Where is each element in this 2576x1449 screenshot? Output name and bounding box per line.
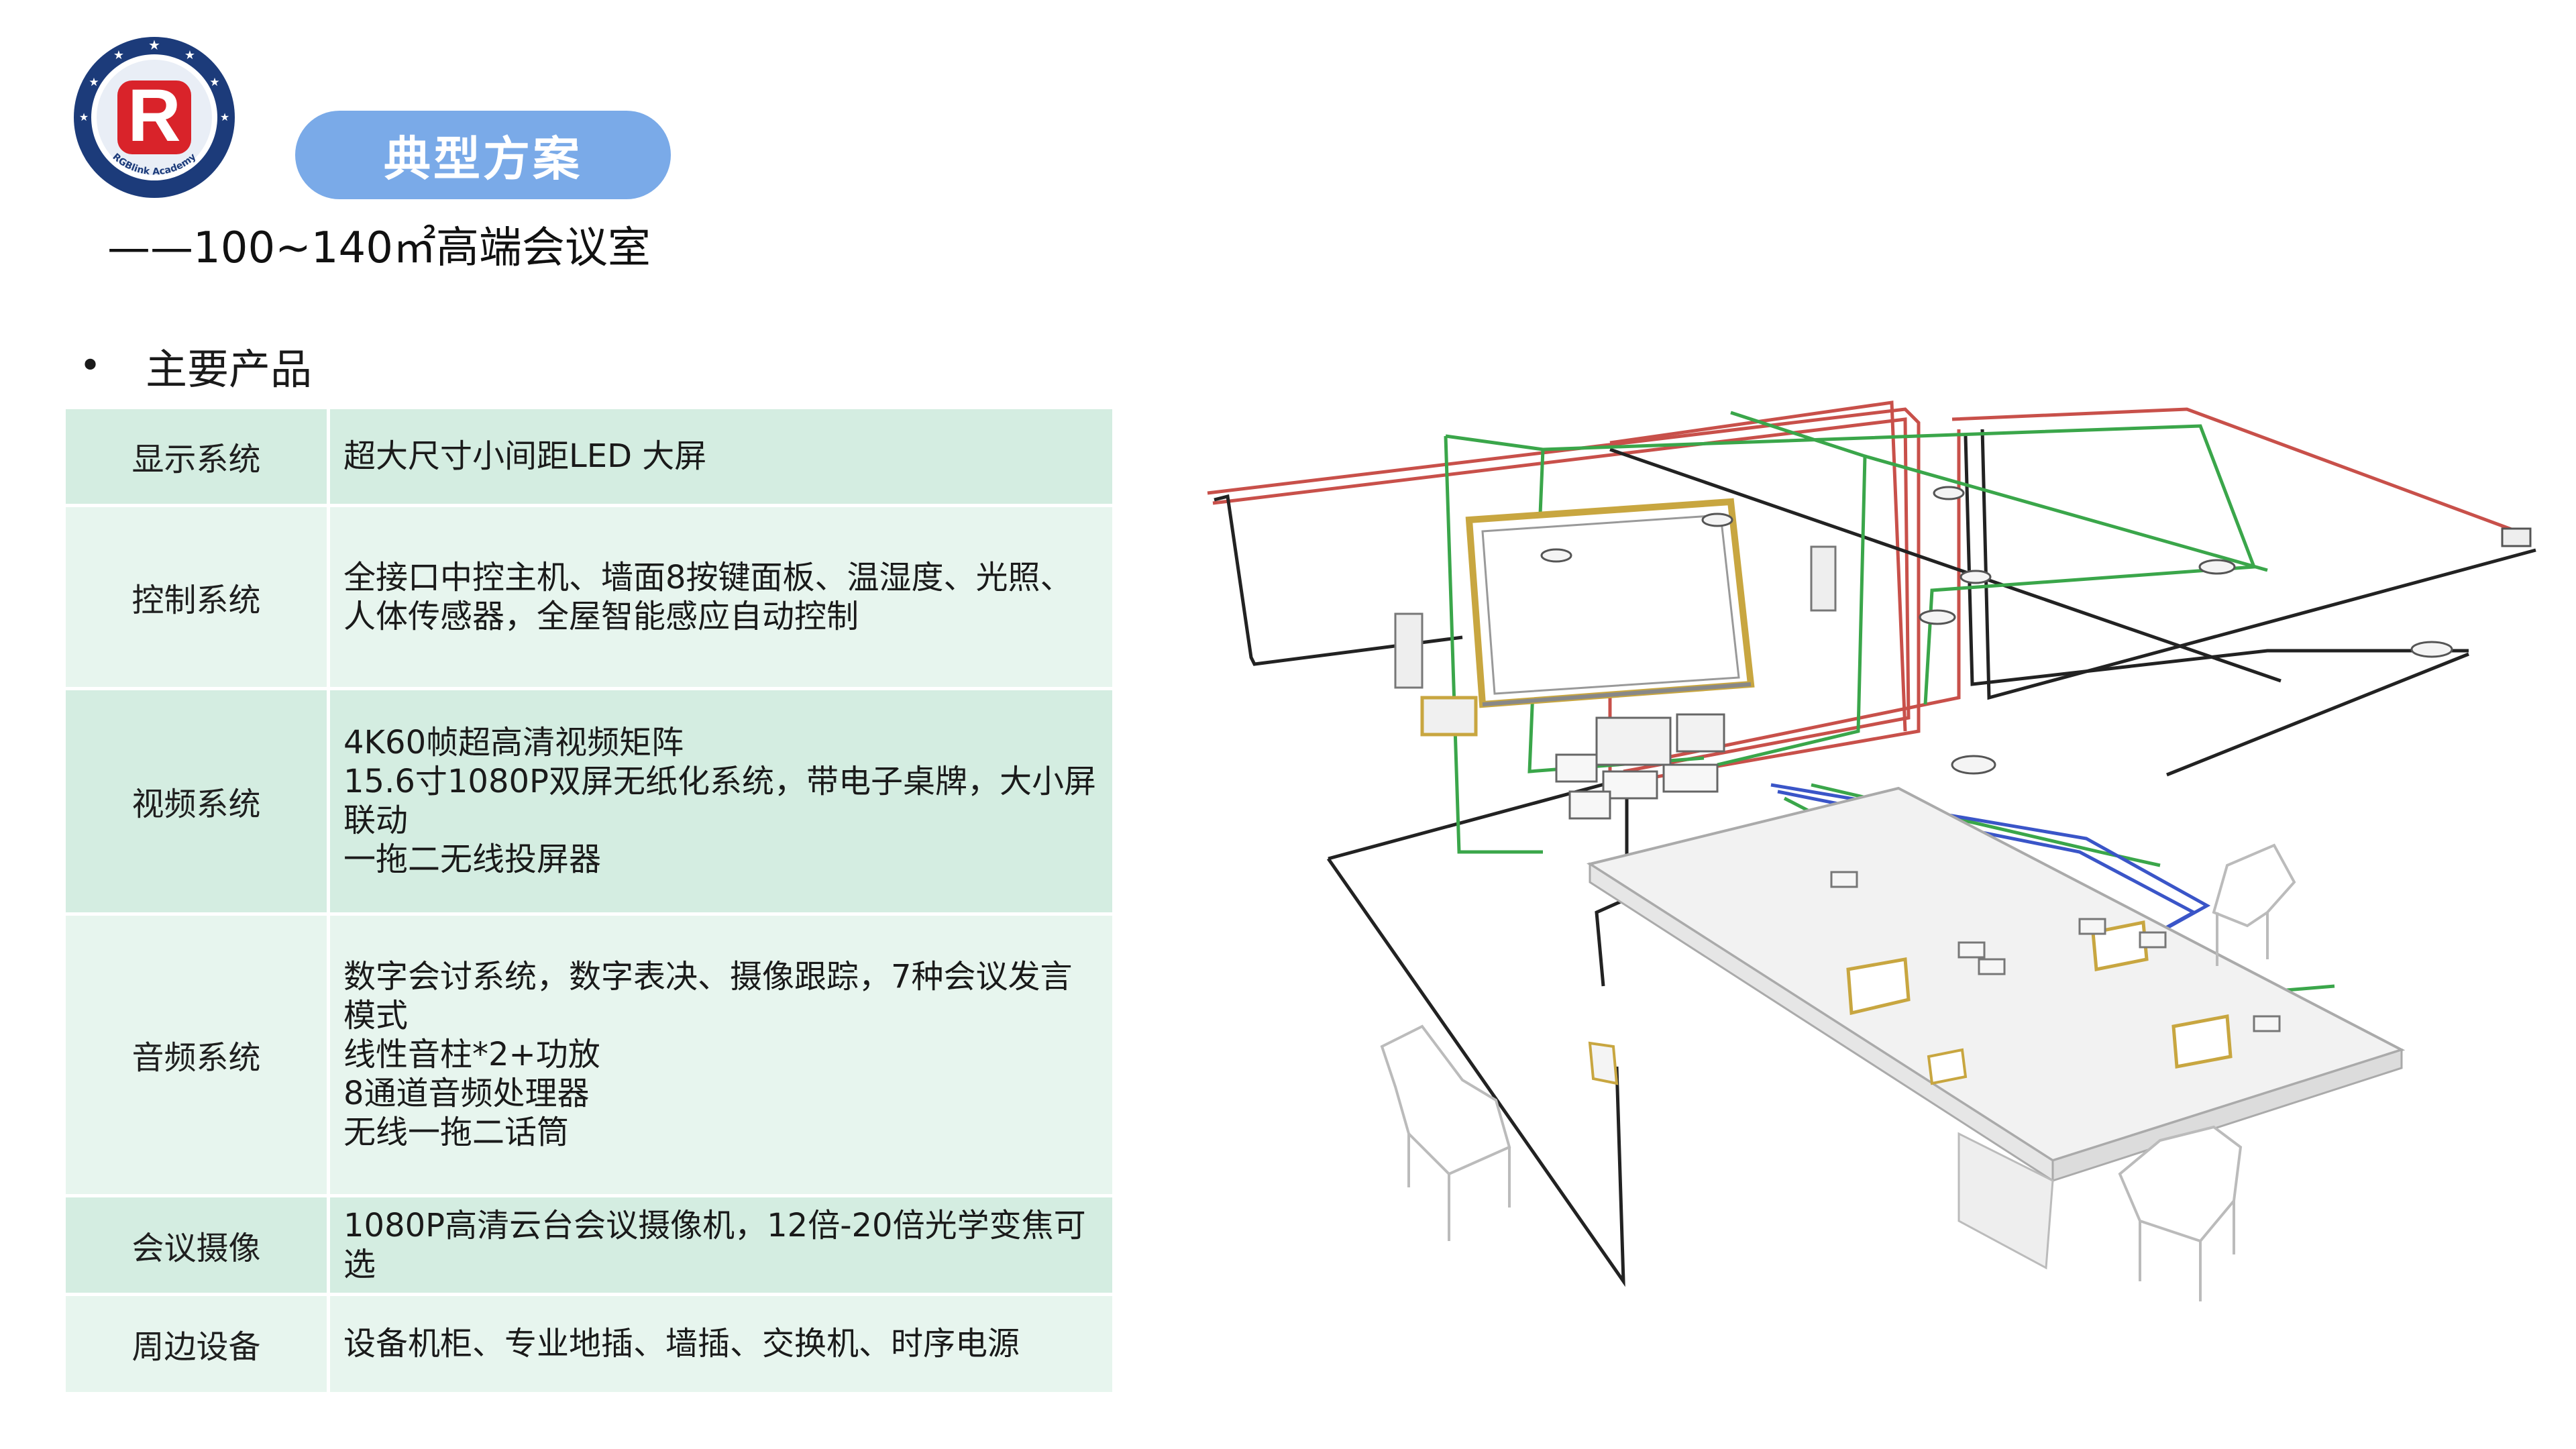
chair [1380,843,2296,1301]
speaker-column [1810,545,1837,612]
tablet [1927,1048,1968,1085]
green-cable [1444,435,1543,854]
table-row: 周边设备 设备机柜、专业地插、墙插、交换机、时序电源 [66,1294,1112,1395]
description-cell: 4K60帧超高清视频矩阵 15.6寸1080P双屏无纸化系统，带电子桌牌，大小屏… [328,688,1112,916]
red-cable [1951,407,2523,535]
description-line: 模式 [343,997,409,1034]
ceiling-camera [2501,527,2532,547]
description-line: 数字会讨系统，数字表决、摄像跟踪，7种会议发言 [343,958,1073,996]
svg-text:★: ★ [113,48,124,62]
description-line: 联动 [343,802,409,839]
description-line: 无线一拖二话筒 [343,1114,570,1151]
led-screen [1465,498,1755,708]
svg-text:★: ★ [148,37,160,53]
paperless-terminal [1846,920,2233,1069]
red-cable [1212,417,1911,773]
table-row: 音频系统 数字会讨系统，数字表决、摄像跟踪，7种会议发言 模式 线性音柱*2+功… [66,914,1112,1197]
description-cell: 数字会讨系统，数字表决、摄像跟踪，7种会议发言 模式 线性音柱*2+功放 8通道… [328,914,1112,1197]
description-cell: 全接口中控主机、墙面8按键面板、温湿度、光照、 人体传感器，全屋智能感应自动控制 [328,505,1112,690]
table-row: 控制系统 全接口中控主机、墙面8按键面板、温湿度、光照、 人体传感器，全屋智能感… [66,505,1112,690]
description-cell: 超大尺寸小间距LED 大屏 [328,409,1112,507]
description-line: 人体传感器，全屋智能感应自动控制 [343,597,859,635]
logo-letter: R [127,74,180,157]
description-line: 4K60帧超高清视频矩阵 [343,724,684,761]
category-cell: 视频系统 [66,688,331,916]
description-line: 全接口中控主机、墙面8按键面板、温湿度、光照、 [343,558,1073,596]
equipment-rack [1555,713,1725,820]
green-cable [1445,424,2257,705]
meeting-room-wiring-diagram [1207,400,2536,1301]
main-products-title: 主要产品 [146,345,313,394]
speaker-column [1394,612,1424,689]
black-cable [1214,494,1463,666]
section-title-pill: 典型方案 [295,111,671,199]
category-cell: 音频系统 [66,914,331,1197]
bullet-icon: • [79,343,102,388]
black-cable [1326,857,1625,1287]
description-line: 设备机柜、专业地插、墙插、交换机、时序电源 [343,1325,1020,1362]
green-cable [1717,411,1867,767]
category-cell: 会议摄像 [66,1195,331,1296]
table-row: 显示系统 超大尺寸小间距LED 大屏 [66,409,1112,507]
description-cell: 设备机柜、专业地插、墙插、交换机、时序电源 [328,1294,1112,1395]
ptz-camera [1420,696,1478,737]
description-line: 1080P高清云台会议摄像机，12倍-20倍光学变焦可 [343,1206,1086,1244]
green-cable [1864,454,2268,572]
product-table: 显示系统 超大尺寸小间距LED 大屏 控制系统 全接口中控主机、墙面8按键面板、… [66,409,1112,1395]
category-cell: 显示系统 [66,409,331,507]
black-cable [2166,652,2469,777]
table-device [1830,871,2281,1032]
description-cell: 1080P高清云台会议摄像机，12倍-20倍光学变焦可 选 [328,1195,1112,1296]
wall-panel [1588,1041,1619,1085]
description-line: 超大尺寸小间距LED 大屏 [343,437,707,476]
description-line: 选 [343,1245,376,1283]
category-cell: 周边设备 [66,1294,331,1395]
page-subtitle: ——100~140㎡高端会议室 [107,223,651,273]
description-line: 8通道音频处理器 [343,1075,590,1112]
star-icon: ★ ★ ★ ★ ★ ★ ★ [79,37,229,123]
category-cell: 控制系统 [66,505,331,690]
description-line: 线性音柱*2+功放 [343,1036,600,1073]
svg-text:★: ★ [89,76,99,89]
svg-text:★: ★ [220,111,229,123]
table-row: 视频系统 4K60帧超高清视频矩阵 15.6寸1080P双屏无纸化系统，带电子桌… [66,688,1112,916]
ceiling-sensor [1540,486,2453,775]
table-row: 会议摄像 1080P高清云台会议摄像机，12倍-20倍光学变焦可 选 [66,1195,1112,1296]
rgblink-academy-logo: ★ ★ ★ ★ ★ ★ ★ R RGBlink Academy [74,37,235,198]
red-cable [1609,400,1907,732]
black-cable [1609,447,2282,683]
black-cable [1980,429,2536,700]
description-line: 15.6寸1080P双屏无纸化系统，带电子桌牌，大小屏 [343,763,1096,800]
main-products-heading: • 主要产品 [79,335,312,396]
red-cable [1663,429,1961,760]
svg-text:★: ★ [79,111,89,123]
black-cable [1964,435,2469,686]
svg-text:★: ★ [209,76,219,89]
svg-text:★: ★ [184,48,195,62]
description-line: 一拖二无线投屏器 [343,841,602,878]
